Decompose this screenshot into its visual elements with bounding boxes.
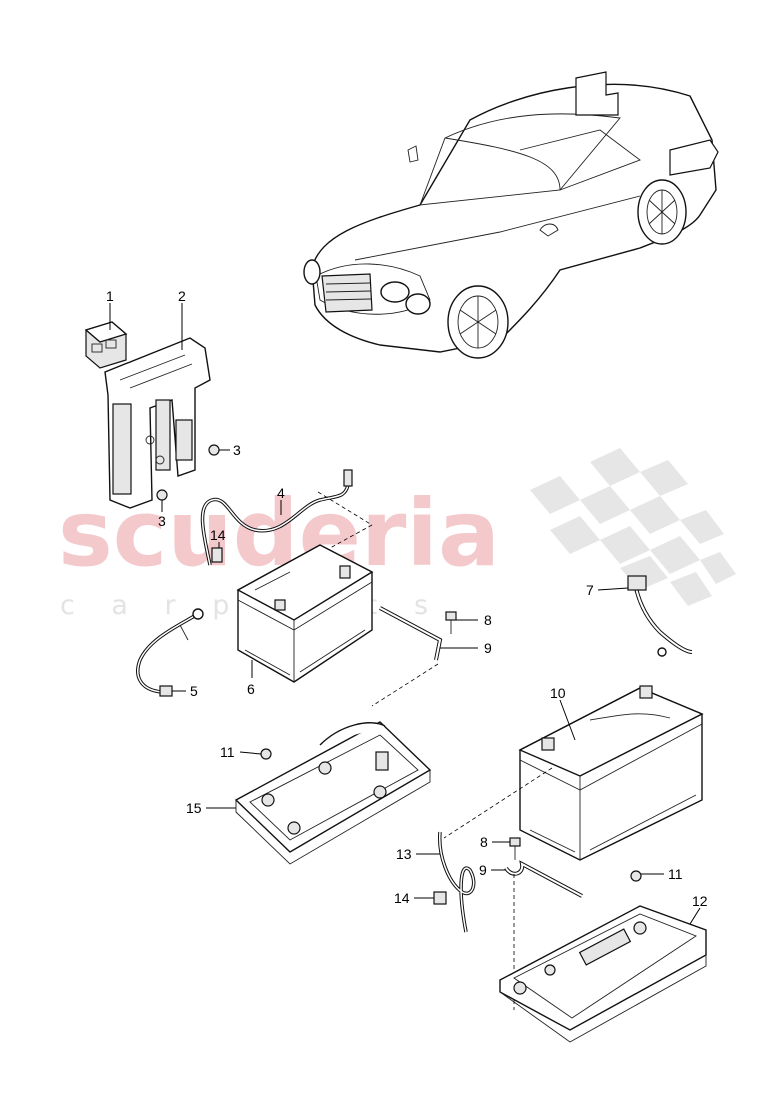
part-cable-5[interactable]	[136, 608, 204, 697]
watermark: scuderia c a r p a r t s	[58, 448, 736, 621]
callout-13: 13	[396, 846, 412, 862]
callout-8: 8	[484, 612, 492, 628]
part-control-module[interactable]	[84, 321, 128, 369]
callout-7: 7	[586, 582, 594, 598]
location-marker-trunk	[575, 71, 619, 116]
car-illustration	[303, 71, 719, 359]
part-battery-tray-large[interactable]	[499, 905, 707, 1043]
part-bolt-8a[interactable]	[445, 611, 457, 634]
callout-9: 9	[479, 862, 487, 878]
front-wheel	[447, 285, 509, 359]
callout-5: 5	[190, 683, 198, 699]
callout-14: 14	[394, 890, 410, 906]
part-nut-3a[interactable]	[208, 444, 220, 456]
callout-labels: 1 2 3 3 4 14 5 6 7 8 9 10 11 15 13 8 9 1…	[106, 288, 708, 909]
part-hold-down-strap-9a[interactable]	[371, 606, 443, 707]
car-grille	[321, 273, 373, 313]
part-battery-large[interactable]	[518, 685, 704, 861]
leader-lines	[109, 303, 701, 925]
callout-15: 15	[186, 800, 202, 816]
part-bolt-8b[interactable]	[509, 837, 521, 860]
callout-12: 12	[692, 893, 708, 909]
part-nut-11a[interactable]	[260, 748, 272, 760]
callout-11: 11	[220, 744, 235, 760]
callout-3: 3	[158, 513, 166, 529]
callout-10: 10	[550, 685, 566, 701]
callout-1: 1	[106, 288, 114, 304]
callout-9: 9	[484, 640, 492, 656]
part-clip-14b[interactable]	[433, 891, 447, 905]
part-battery-tray-small[interactable]	[234, 721, 432, 865]
callout-6: 6	[247, 681, 255, 697]
callout-4: 4	[277, 485, 285, 501]
callout-11: 11	[668, 866, 683, 882]
callout-8: 8	[480, 834, 488, 850]
callout-14: 14	[210, 527, 226, 543]
part-cable-7[interactable]	[627, 575, 693, 657]
part-cable-4[interactable]	[200, 469, 373, 566]
part-nut-3b[interactable]	[156, 489, 168, 501]
callout-3: 3	[233, 442, 241, 458]
location-marker-rear	[669, 139, 719, 176]
rear-wheel	[637, 179, 687, 245]
part-bracket[interactable]	[104, 337, 211, 509]
callout-2: 2	[178, 288, 186, 304]
part-battery-small[interactable]	[236, 544, 374, 683]
part-nut-11b[interactable]	[630, 870, 642, 882]
checkered-flag-logo	[530, 448, 736, 606]
part-clip-14a[interactable]	[211, 547, 223, 563]
part-cable-13[interactable]	[438, 831, 476, 933]
